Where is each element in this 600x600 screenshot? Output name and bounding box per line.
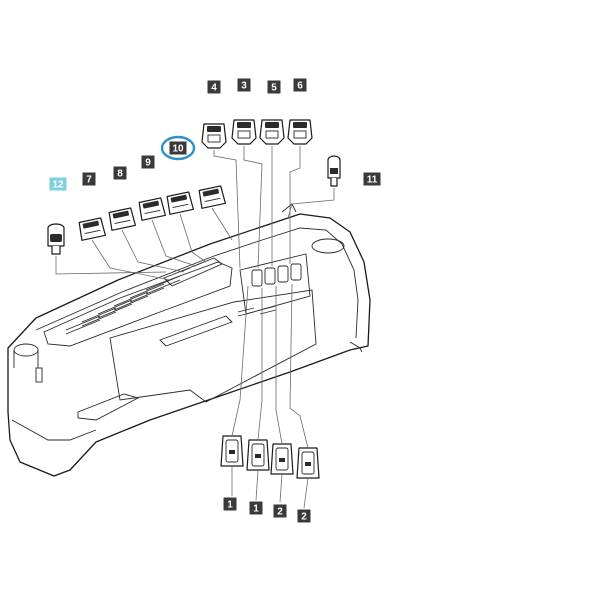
highlight-circle (160, 135, 196, 161)
callout-box (169, 141, 187, 155)
callout-label: 9 (145, 158, 151, 169)
switch-bank-sockets (251, 263, 302, 287)
callout-c2b: 2 (297, 509, 311, 523)
rocker-switch-extra (198, 185, 227, 209)
callout-box (49, 177, 67, 191)
rocker-switch-9 (138, 197, 167, 221)
rocker-switch-group-left (78, 185, 227, 241)
callout-c5: 5 (267, 80, 281, 94)
callout-c2a: 2 (273, 504, 287, 518)
callout-c4: 4 (207, 80, 221, 94)
callout-label: 5 (271, 83, 277, 94)
rocker-switch-5 (259, 119, 285, 145)
callout-box (141, 155, 155, 169)
rocker-switch-1a (220, 435, 244, 467)
rocker-switch-7 (78, 217, 107, 241)
callout-c8: 8 (113, 166, 127, 180)
callout-box (363, 172, 381, 186)
rocker-switch-1b (246, 439, 270, 471)
callout-c6: 6 (293, 78, 307, 92)
callout-label: 11 (367, 175, 378, 186)
connector-12 (47, 223, 65, 255)
callout-label: 2 (301, 512, 307, 523)
callout-label: 12 (52, 180, 64, 191)
callout-c11: 11 (363, 172, 381, 186)
callout-label: 1 (227, 500, 233, 511)
callout-c1b: 1 (249, 501, 263, 515)
callout-label: 4 (211, 83, 217, 94)
callout-label: 3 (241, 81, 247, 92)
callout-box (267, 80, 281, 94)
rocker-switch-group-top (201, 119, 313, 149)
rocker-switch-2a (270, 443, 294, 475)
callout-box (293, 78, 307, 92)
rocker-switch-4 (201, 123, 227, 149)
callout-label: 7 (86, 175, 92, 186)
callout-c10: 10 (160, 135, 196, 161)
panel-slots (65, 275, 181, 335)
callout-box (249, 501, 263, 515)
callout-box (82, 172, 96, 186)
rocker-switch-8 (108, 207, 137, 231)
callout-c9: 9 (141, 155, 155, 169)
callout-box (223, 497, 237, 511)
rocker-switch-3 (231, 119, 257, 145)
rocker-switch-2b (296, 447, 320, 479)
callout-c12: 12 (49, 177, 67, 191)
dashboard-housing (7, 203, 371, 477)
callout-box (273, 504, 287, 518)
callout-box (237, 78, 251, 92)
rocker-switch-group-bottom (220, 435, 320, 479)
callout-label: 8 (117, 169, 123, 180)
callout-box (297, 509, 311, 523)
callout-label: 6 (297, 81, 303, 92)
callout-box (113, 166, 127, 180)
callout-label: 2 (277, 507, 283, 518)
callout-c1a: 1 (223, 497, 237, 511)
callout-label: 1 (253, 504, 259, 515)
rocker-switch-6 (287, 119, 313, 145)
rocker-switch-10 (166, 191, 195, 215)
socket-11 (327, 155, 341, 187)
callout-c7: 7 (82, 172, 96, 186)
callout-label: 10 (172, 144, 184, 155)
leader-lines (55, 146, 335, 509)
callout-c3: 3 (237, 78, 251, 92)
callout-box (207, 80, 221, 94)
